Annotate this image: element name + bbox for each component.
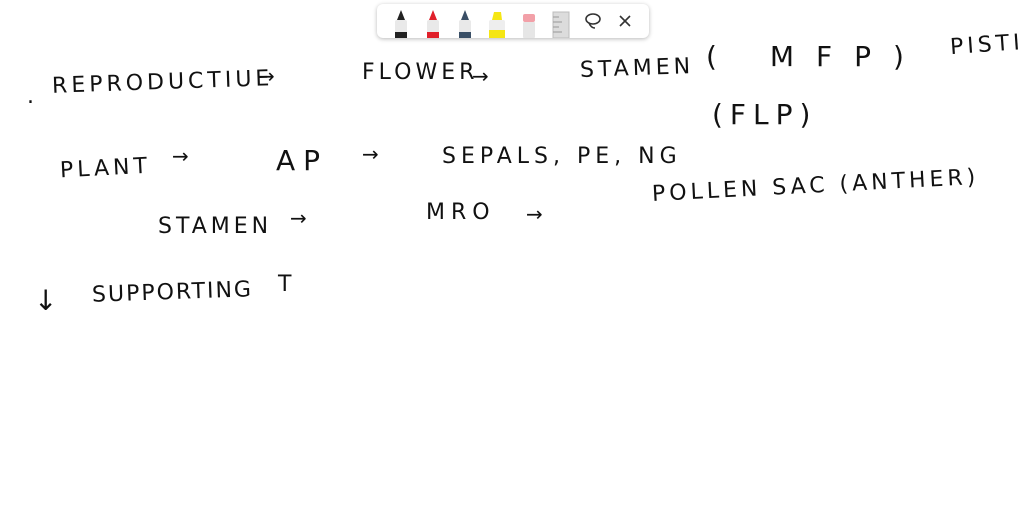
marker-icon [427,10,439,38]
lasso-tool[interactable] [577,4,609,38]
note-arrow: → [472,64,489,88]
highlighter-icon [489,12,505,38]
note-mfp: ( MFP) [706,40,926,73]
note-arrow: → [290,206,307,230]
lasso-icon [585,13,601,29]
note-reproductive: REPRODUCTIUE [51,66,274,99]
down-arrow-icon: ↓ [34,284,58,317]
close-icon [619,15,631,27]
ink-dot: . [27,84,38,109]
note-mro: MRO [426,200,496,225]
note-stamen: STAMEN [579,54,695,83]
note-t: T [278,272,296,297]
note-supporting: SUPPORTING [91,277,254,308]
close-tool[interactable] [609,4,641,38]
note-stamen-2: STAMEN [158,214,273,239]
note-arrow: → [172,144,189,168]
note-flp: (FLP) [712,98,818,131]
highlighter-tool[interactable] [481,4,513,38]
note-plant: PLANT [59,153,152,184]
ruler-tool[interactable] [545,4,577,38]
marker-icon [395,10,407,38]
pen-toolbar [377,4,649,38]
marker-icon [459,10,471,38]
ruler-icon [552,11,570,38]
eraser-tool[interactable] [513,4,545,38]
note-ap: AP [276,144,329,177]
note-pistil: PISTIL [949,28,1024,61]
note-flower: FLOWER [362,60,479,85]
red-marker-tool[interactable] [417,4,449,38]
note-pollen-sac: POLLEN SAC (ANTHER) [651,164,980,207]
note-arrow: → [258,64,275,88]
eraser-icon [523,14,535,38]
blue-marker-tool[interactable] [449,4,481,38]
note-arrow: → [526,202,543,226]
black-marker-tool[interactable] [385,4,417,38]
note-sepals: SEPALS, PE, NG [442,144,682,169]
note-arrow: → [362,142,379,166]
